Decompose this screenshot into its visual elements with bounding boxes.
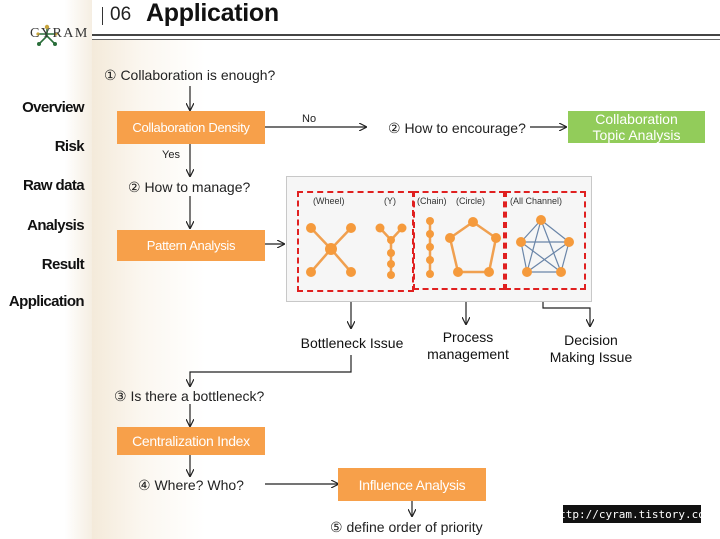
brand-name: CYRAM (30, 26, 89, 41)
nav-item-application[interactable]: Application (8, 293, 85, 310)
section-number: 06 (110, 4, 132, 25)
step-q5: ⑤ define order of priority (330, 519, 483, 535)
collaboration-topic-line1: Collaboration (595, 111, 678, 127)
collaboration-density-box: Collaboration Density (117, 111, 265, 144)
edge-label-no: No (302, 113, 317, 125)
process-management-label: Process management (412, 329, 524, 363)
title-divider (102, 7, 103, 25)
pattern-label-y: (Y) (384, 196, 396, 206)
process-line1: Process (442, 329, 494, 345)
process-line2: management (427, 346, 509, 362)
step-q1: ① Collaboration is enough? (104, 67, 276, 83)
nav-item-overview[interactable]: Overview (22, 99, 85, 116)
nav-item-raw-data[interactable]: Raw data (22, 177, 85, 194)
cyram-logo-icon (36, 24, 58, 46)
watermark-url: http://cyram.tistory.com (553, 505, 711, 523)
centralization-index-box: Centralization Index (117, 427, 265, 455)
step-q3: ③ Is there a bottleneck? (114, 388, 265, 404)
bottleneck-issue-label: Bottleneck Issue (300, 335, 404, 351)
collaboration-topic-analysis-box: Collaboration Topic Analysis (568, 111, 705, 143)
page-title: Application (146, 0, 279, 27)
chain-circle-highlight (413, 191, 505, 290)
edge-label-yes: Yes (162, 149, 180, 161)
nav-item-result[interactable]: Result (41, 256, 85, 273)
arrow-bottleneck-to-q3 (190, 355, 352, 386)
communication-patterns-panel (286, 176, 592, 302)
pattern-label-all-channel: (All Channel) (510, 196, 563, 206)
pattern-analysis-box: Pattern Analysis (117, 230, 265, 261)
pattern-label-chain: (Chain) (417, 196, 447, 206)
decision-making-label: Decision Making Issue (536, 332, 646, 366)
decision-line2: Making Issue (549, 349, 633, 365)
step-q2-manage: ② How to manage? (128, 179, 251, 195)
pattern-label-circle: (Circle) (456, 196, 485, 206)
collaboration-topic-line2: Topic Analysis (592, 127, 681, 143)
nav-item-risk[interactable]: Risk (54, 138, 85, 155)
step-q4: ④ Where? Who? (138, 477, 244, 493)
nav-item-analysis[interactable]: Analysis (27, 217, 85, 234)
influence-analysis-box: Influence Analysis (338, 468, 486, 501)
header-rule-thin (92, 39, 720, 40)
all-channel-highlight (505, 191, 586, 290)
header-rule (92, 34, 720, 36)
pattern-label-wheel: (Wheel) (313, 196, 345, 206)
decision-line1: Decision (564, 332, 618, 348)
step-q2-encourage: ② How to encourage? (388, 120, 526, 136)
sidebar-background (0, 0, 92, 539)
